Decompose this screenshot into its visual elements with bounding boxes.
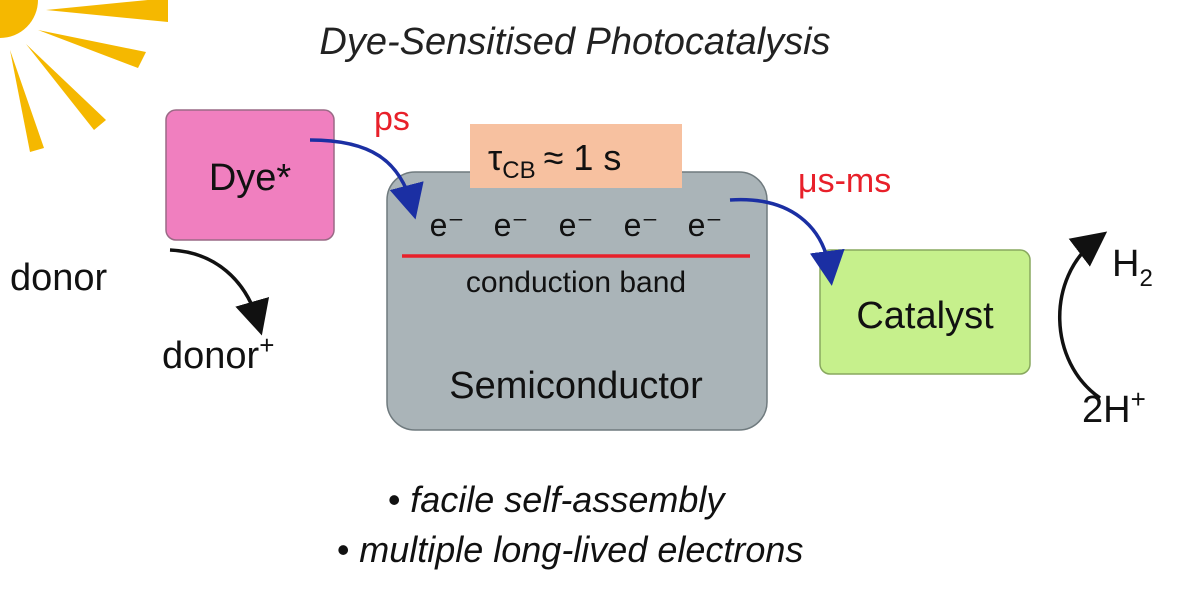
catalyst-node: Catalyst	[819, 249, 1031, 375]
electron: e⁻	[430, 207, 465, 243]
feature-text: facile self-assembly	[410, 479, 726, 520]
lifetime-label: τCB ≈ 1 s	[470, 124, 682, 188]
lifetime-text: τCB ≈ 1 s	[488, 137, 621, 184]
proton-label: 2H+	[1082, 384, 1146, 431]
feature-item: • facile self-assembly	[388, 479, 727, 520]
semiconductor-label: Semiconductor	[449, 365, 703, 407]
transfer-arrow	[729, 197, 845, 286]
feature-text: multiple long-lived electrons	[359, 529, 803, 570]
tau-subscript: CB	[502, 157, 535, 184]
electron-row: e⁻ e⁻ e⁻ e⁻ e⁻	[430, 207, 723, 243]
feature-item: • multiple long-lived electrons	[337, 529, 804, 570]
conduction-band-label: conduction band	[466, 266, 686, 299]
electron: e⁻	[688, 207, 723, 243]
bullet-mark: •	[388, 479, 401, 520]
dye-box	[165, 109, 335, 241]
proton-reduction-arrow	[1058, 231, 1108, 400]
tau-relation: ≈ 1 s	[544, 137, 622, 178]
hydrogen-sub: 2	[1139, 265, 1152, 292]
electron: e⁻	[624, 207, 659, 243]
dye-node: Dye*	[165, 109, 335, 241]
donor-oxidised-base: donor	[162, 335, 260, 377]
semiconductor-node: e⁻ e⁻ e⁻ e⁻ e⁻ conduction band Semicondu…	[386, 171, 768, 431]
sun-icon	[0, 0, 168, 152]
proton-base: 2H	[1082, 389, 1131, 431]
transfer-time: μs-ms	[798, 162, 891, 200]
tau-symbol: τ	[488, 137, 502, 178]
bullet-mark: •	[337, 529, 350, 570]
hydrogen-label: H2	[1112, 243, 1153, 292]
catalyst-label: Catalyst	[856, 295, 994, 337]
feature-list: • facile self-assembly • multiple long-l…	[337, 479, 804, 570]
catalyst-box	[819, 249, 1031, 375]
injection-arrow	[309, 138, 424, 220]
lifetime-box	[470, 124, 682, 188]
donor-label: donor	[10, 257, 108, 299]
donor-oxidised-sup: +	[259, 330, 274, 360]
donor-oxidised-label: donor+	[162, 330, 274, 377]
dye-label: Dye*	[209, 157, 292, 199]
proton-sup: +	[1131, 384, 1146, 414]
injection-time: ps	[374, 100, 410, 138]
electron: e⁻	[559, 207, 594, 243]
electron: e⁻	[494, 207, 529, 243]
hydrogen-base: H	[1112, 243, 1139, 285]
diagram-title: Dye-Sensitised Photocatalysis	[319, 21, 830, 63]
donor-arrow	[169, 248, 270, 336]
